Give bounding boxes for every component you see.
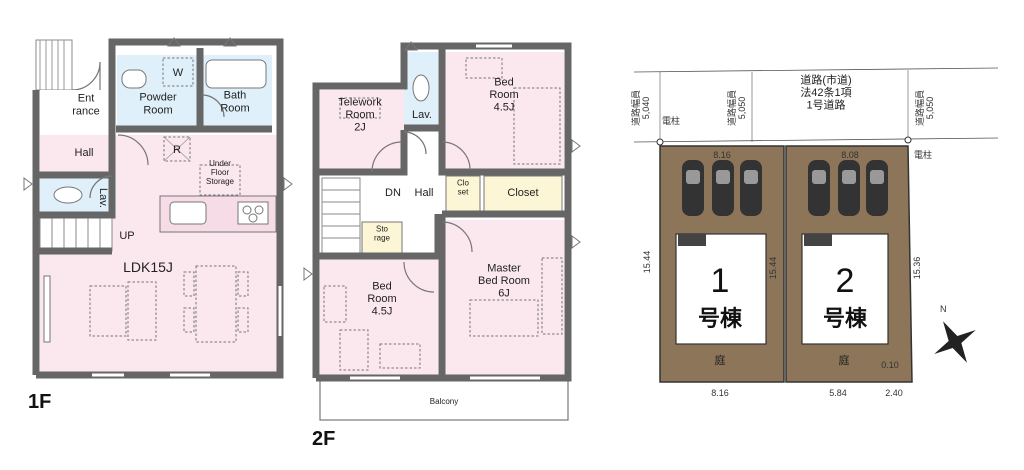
fridge-mark: R <box>173 144 181 156</box>
hall-1f-label: Hall <box>75 147 94 159</box>
road-width-right: 道路幅員5,050 <box>914 90 935 126</box>
lot-1-garden: 庭 <box>715 353 726 367</box>
dn-stairs-label: DN <box>385 187 401 199</box>
lav-2f-label: Lav. <box>412 109 432 121</box>
lot-2-rear-b: 2.40 <box>885 388 903 398</box>
lot-1-left-depth: 15.44 <box>642 251 652 274</box>
lot-1-right-depth: 15.44 <box>768 257 778 280</box>
lot-2-right-depth: 15.36 <box>912 257 922 280</box>
closet-label: Closet <box>507 187 538 199</box>
lot-1-number: 1 <box>711 262 730 300</box>
ldk-label: LDK15J <box>123 259 173 275</box>
lot-1-frontage: 8.16 <box>713 150 731 160</box>
first-floor-label: 1F <box>28 391 51 413</box>
lot-2-frontage: 8.08 <box>841 150 859 160</box>
lot-2-number: 2 <box>836 262 855 300</box>
pole-right-label: 電柱 <box>914 149 932 160</box>
lot-2-rear-a: 5.84 <box>829 388 847 398</box>
lot-2-corner: 0.10 <box>881 360 899 370</box>
washer-mark: W <box>173 67 184 79</box>
north-arrow-icon <box>934 321 976 363</box>
north-label: N <box>940 304 947 314</box>
pole-left-label: 電柱 <box>662 115 680 126</box>
second-floor-label: 2F <box>312 428 335 450</box>
lot-1-kanji: 号棟 <box>698 306 743 331</box>
balcony-label: Balcony <box>430 397 458 406</box>
road-width-mid: 道路幅員5,050 <box>726 90 747 126</box>
up-stairs-label: UP <box>119 230 134 242</box>
lav-1f-label: Lav. <box>97 188 109 208</box>
road-width-left: 道路幅員5,040 <box>630 90 651 126</box>
hall-2f-label: Hall <box>415 187 434 199</box>
lot-1-rear: 8.16 <box>711 388 729 398</box>
lot-2-garden: 庭 <box>839 353 850 367</box>
lot-2-kanji: 号棟 <box>823 306 868 331</box>
